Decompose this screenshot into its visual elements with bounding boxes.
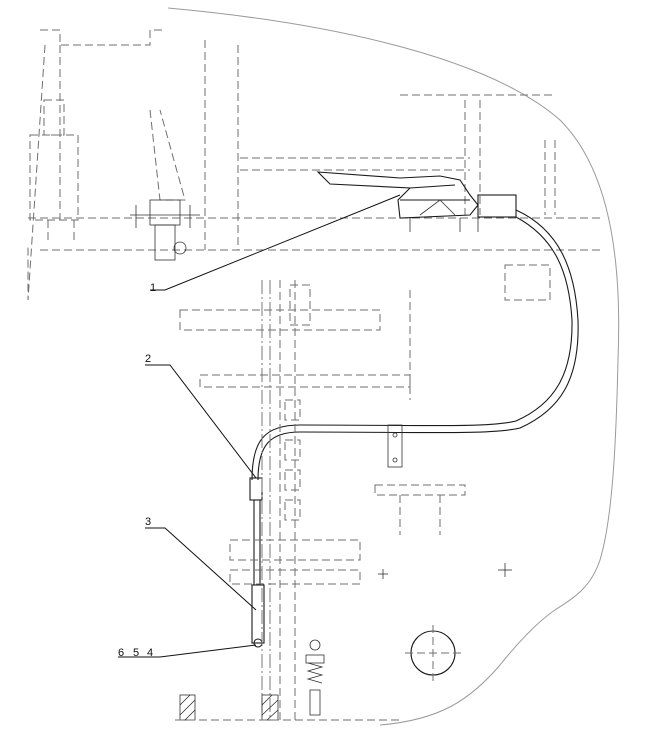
body-outline bbox=[167, 7, 620, 726]
bottom-valve bbox=[305, 639, 325, 716]
left-seat-block bbox=[29, 99, 79, 240]
item-label-6: 6 bbox=[118, 647, 124, 659]
central-frame bbox=[179, 280, 411, 720]
item-label-2: 2 bbox=[145, 353, 151, 365]
upper-left-structure bbox=[27, 29, 600, 301]
item-label-1: 1 bbox=[150, 282, 156, 294]
handbrake-lever bbox=[316, 171, 517, 232]
item-label-4: 4 bbox=[147, 647, 153, 659]
brake-cable bbox=[249, 209, 579, 585]
round-fitting bbox=[405, 625, 462, 682]
right-middle-parts bbox=[374, 264, 551, 579]
left-valve bbox=[130, 109, 200, 261]
bottom-hatch bbox=[175, 694, 400, 721]
leader-lines bbox=[118, 194, 401, 658]
item-label-5: 5 bbox=[133, 647, 139, 659]
item-label-3: 3 bbox=[145, 516, 151, 528]
